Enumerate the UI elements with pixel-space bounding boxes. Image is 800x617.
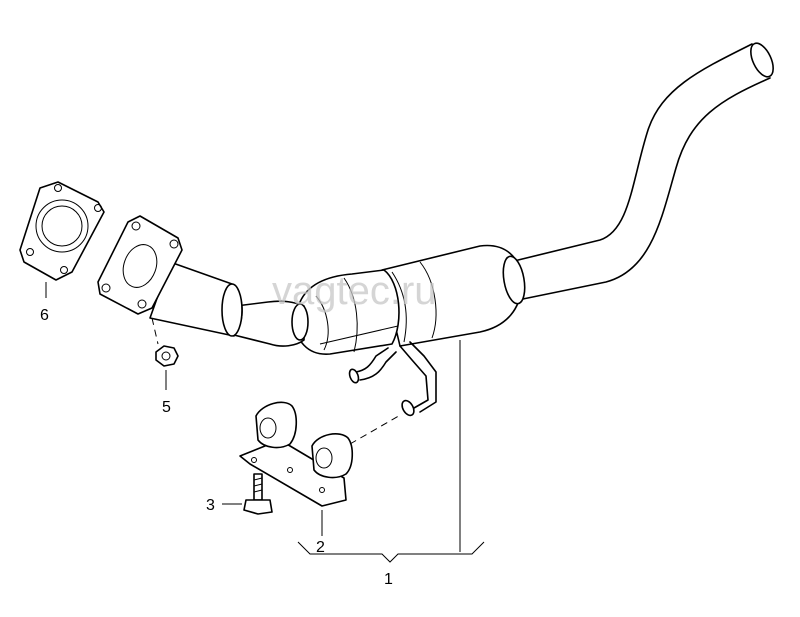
- bolt-part-3: [222, 473, 273, 515]
- callout-5: 5: [162, 399, 171, 416]
- catalytic-converter-assembly: [97, 42, 774, 417]
- watermark: vagtec.ru: [272, 269, 437, 313]
- callout-2: 2: [316, 539, 325, 556]
- callout-3: 3: [206, 497, 215, 514]
- gasket-part-6: [19, 181, 105, 298]
- bracket-part-2: [239, 401, 403, 536]
- nut-part-5: [151, 317, 179, 390]
- assembly-bracket-1: [297, 340, 485, 563]
- callout-6: 6: [40, 307, 49, 324]
- callout-1: 1: [384, 571, 393, 588]
